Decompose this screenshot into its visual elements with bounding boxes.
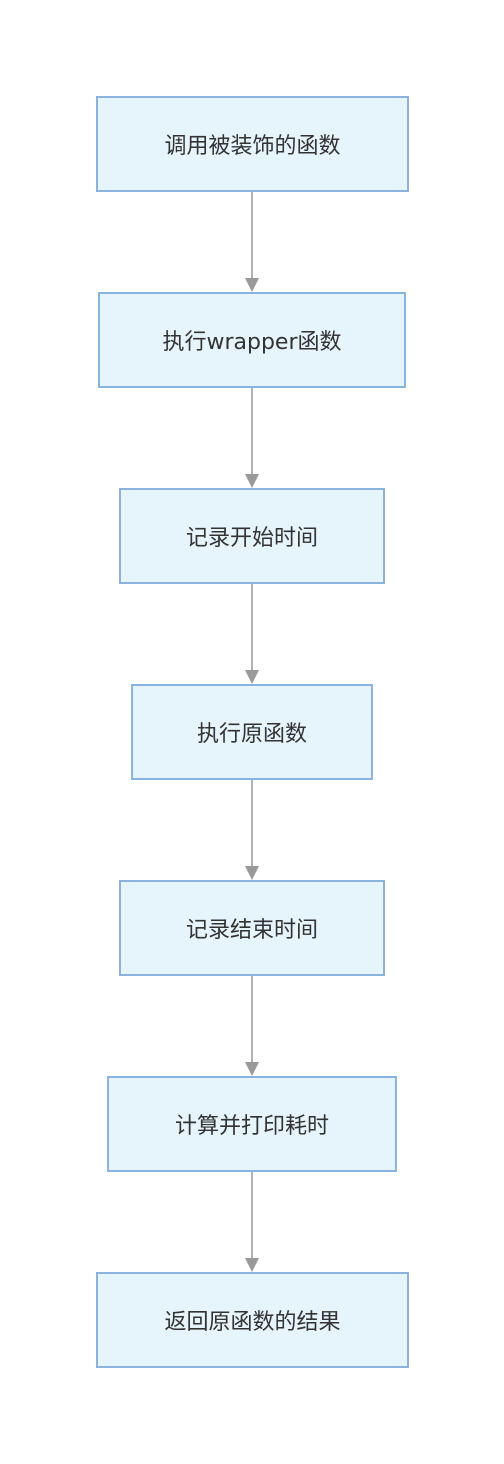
node-call-decorated-function: 调用被装饰的函数 <box>96 96 409 192</box>
edge-n1-n2 <box>245 192 259 292</box>
arrowhead-icon <box>245 474 259 488</box>
node-record-end-time: 记录结束时间 <box>119 880 385 976</box>
node-execute-original: 执行原函数 <box>131 684 373 780</box>
edge-n4-n5 <box>245 780 259 880</box>
node-label: 调用被装饰的函数 <box>164 134 341 159</box>
node-label: 执行wrapper函数 <box>162 330 342 355</box>
node-label: 记录开始时间 <box>185 526 318 551</box>
edge-n5-n6 <box>245 976 259 1076</box>
arrowhead-icon <box>245 670 259 684</box>
edge-n2-n3 <box>245 388 259 488</box>
arrowhead-icon <box>245 1258 259 1272</box>
node-label: 计算并打印耗时 <box>174 1114 329 1139</box>
node-return-result: 返回原函数的结果 <box>96 1272 409 1368</box>
node-label: 记录结束时间 <box>185 918 318 943</box>
node-label: 执行原函数 <box>196 722 307 747</box>
node-record-start-time: 记录开始时间 <box>119 488 385 584</box>
node-compute-print-elapsed: 计算并打印耗时 <box>107 1076 397 1172</box>
arrowhead-icon <box>245 866 259 880</box>
edge-n6-n7 <box>245 1172 259 1272</box>
node-execute-wrapper: 执行wrapper函数 <box>98 292 406 388</box>
edge-n3-n4 <box>245 584 259 684</box>
arrowhead-icon <box>245 278 259 292</box>
arrowhead-icon <box>245 1062 259 1076</box>
node-label: 返回原函数的结果 <box>164 1310 341 1335</box>
